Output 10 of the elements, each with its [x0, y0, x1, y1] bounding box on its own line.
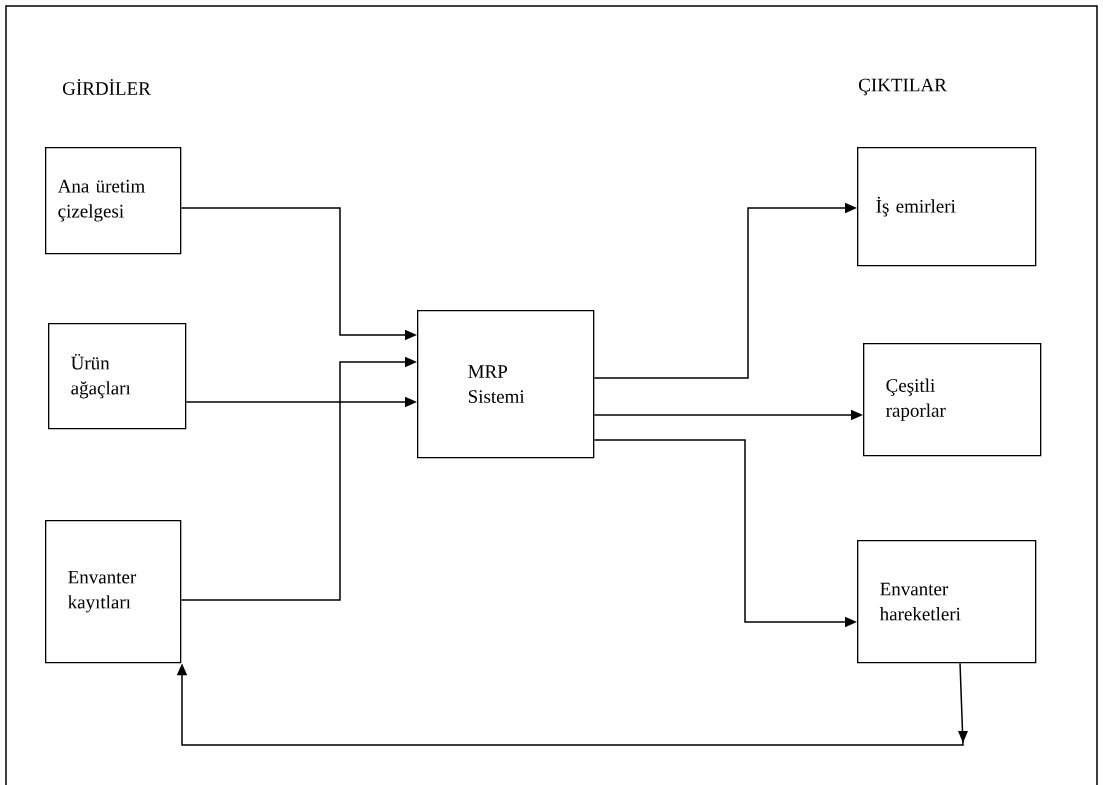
- system-box: MRP Sistemi: [417, 310, 595, 459]
- process-box: Ana üretim çizelgesi: [45, 147, 182, 255]
- process-box: Envanter kayıtları: [45, 520, 182, 664]
- process-box: İş emirleri: [857, 147, 1037, 267]
- process-box: Ürün ağaçları: [48, 323, 187, 430]
- process-box: Envanter hareketleri: [857, 540, 1037, 664]
- column-heading: GİRDİLER: [63, 79, 151, 95]
- arrow: [176, 662, 968, 746]
- column-heading: ÇIKTILAR: [859, 78, 947, 96]
- process-box: Çeşitli raporlar: [863, 343, 1042, 457]
